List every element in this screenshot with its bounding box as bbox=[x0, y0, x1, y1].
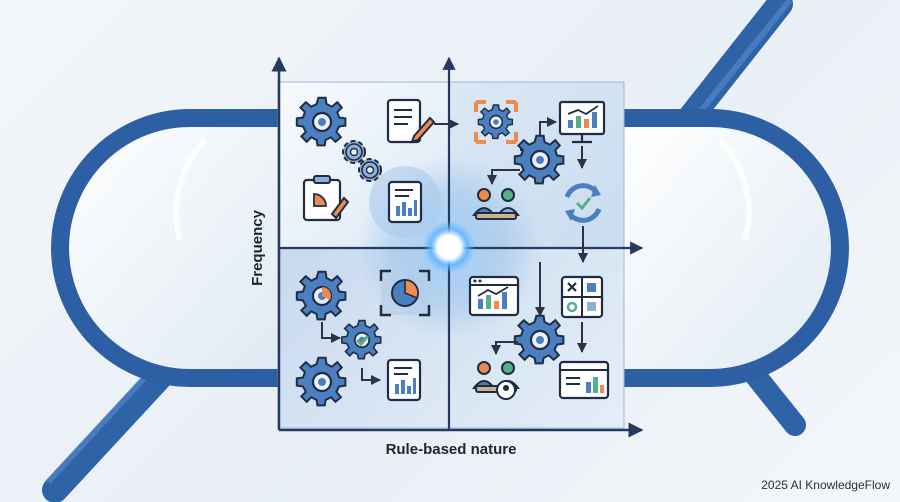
browser-chart-icon bbox=[468, 275, 520, 317]
calculator-icon bbox=[560, 275, 604, 319]
gear-icon bbox=[295, 356, 347, 407]
gear-icon bbox=[295, 270, 347, 321]
x-axis-label: Rule-based nature bbox=[386, 441, 517, 458]
gear-icon bbox=[295, 96, 347, 147]
center-point bbox=[423, 221, 475, 273]
dashboard-chart-icon bbox=[558, 360, 610, 400]
report-chart-icon bbox=[386, 358, 422, 402]
document-pencil-icon bbox=[386, 98, 436, 144]
bottom-left-icons bbox=[295, 269, 431, 407]
user-group-icon bbox=[473, 361, 519, 400]
small-gears-icon bbox=[342, 140, 366, 164]
check-gear-icon bbox=[340, 319, 382, 360]
top-right-icons bbox=[473, 100, 606, 223]
report-chart-icon bbox=[369, 166, 441, 238]
cycle-arrows-icon bbox=[564, 183, 602, 223]
footer-credit: 2025 AI KnowledgeFlow bbox=[761, 478, 890, 492]
gear-icon bbox=[513, 134, 565, 185]
bottom-right-icons bbox=[468, 226, 610, 400]
small-gears-icon bbox=[358, 158, 382, 182]
target-gear-icon bbox=[474, 100, 518, 144]
clipboard-chart-icon bbox=[302, 175, 350, 222]
pie-chart-icon bbox=[379, 269, 431, 317]
y-axis-label: Frequency bbox=[249, 209, 266, 286]
magnifier-lens bbox=[51, 109, 849, 387]
gear-icon bbox=[513, 314, 565, 365]
monitor-chart-icon bbox=[558, 100, 606, 144]
top-left-icons bbox=[295, 96, 459, 238]
